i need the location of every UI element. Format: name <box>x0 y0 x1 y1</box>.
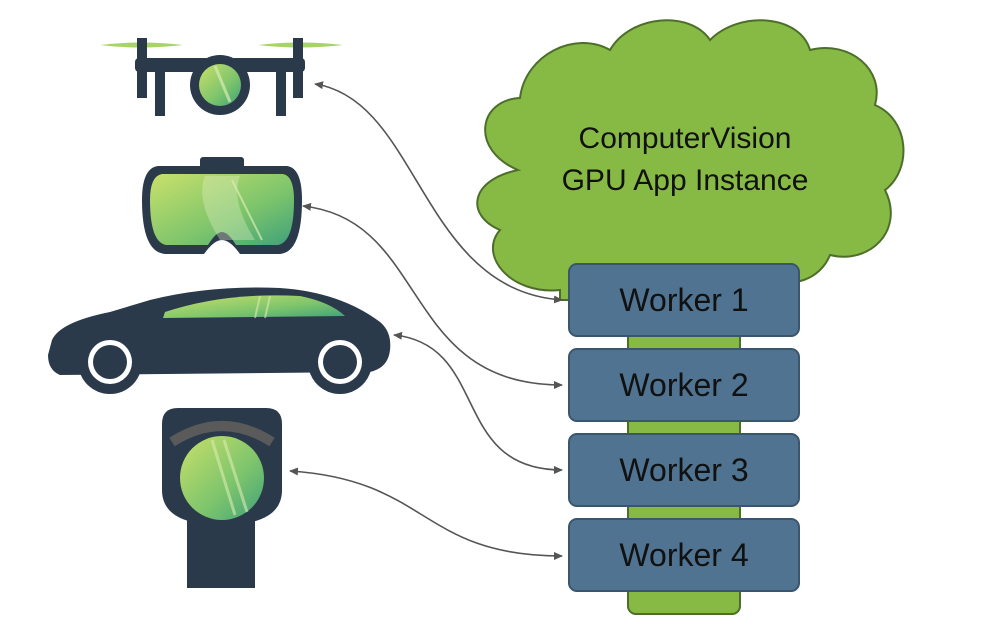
worker-2-label: Worker 2 <box>619 366 749 403</box>
worker-4-box: Worker 4 <box>568 518 800 592</box>
arrow-camera-worker-4 <box>289 467 563 560</box>
arrow-car-worker-3 <box>393 331 563 474</box>
security-camera-icon <box>162 408 282 588</box>
worker-4-label: Worker 4 <box>619 536 749 573</box>
car-icon <box>48 287 391 394</box>
drone-icon <box>100 38 343 116</box>
worker-2-box: Worker 2 <box>568 348 800 422</box>
connection-arrows <box>289 81 563 560</box>
vr-headset-icon <box>142 157 302 254</box>
cloud-title-line1: ComputerVision <box>578 122 792 155</box>
worker-1-label: Worker 1 <box>619 281 749 318</box>
worker-3-label: Worker 3 <box>619 451 749 488</box>
worker-3-box: Worker 3 <box>568 433 800 507</box>
cloud-title-line2: GPU App Instance <box>561 164 809 197</box>
worker-1-box: Worker 1 <box>568 263 800 337</box>
